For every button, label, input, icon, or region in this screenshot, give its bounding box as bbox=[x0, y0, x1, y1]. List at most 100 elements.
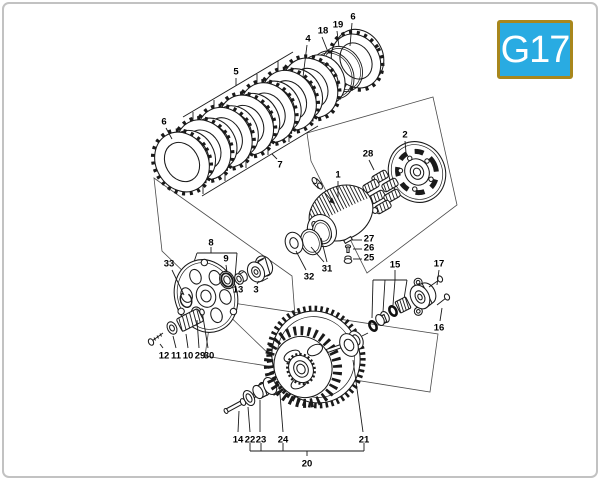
part-number: 11 bbox=[171, 351, 182, 362]
part-number: 18 bbox=[318, 26, 329, 37]
snap-ring bbox=[179, 292, 193, 308]
part-number: 22 bbox=[245, 435, 256, 446]
part-label-7: 7 bbox=[271, 153, 283, 171]
part-number: 30 bbox=[204, 351, 215, 362]
part-number: 27 bbox=[364, 234, 375, 245]
part-label-11: 11 bbox=[171, 335, 182, 362]
release-mechanism bbox=[368, 275, 451, 332]
part-label-6: 6 bbox=[349, 12, 356, 47]
part-number: 6 bbox=[161, 117, 166, 128]
part-number: 13 bbox=[233, 285, 244, 296]
spring-washer-bolt bbox=[147, 308, 204, 346]
bracket-20 bbox=[249, 443, 365, 456]
part-label-18: 18 bbox=[318, 26, 329, 53]
part-number: 31 bbox=[322, 264, 333, 275]
friction-plate bbox=[150, 128, 214, 196]
part-label-19: 19 bbox=[333, 20, 344, 48]
clutch-springs bbox=[362, 169, 401, 215]
part-label-14: 14 bbox=[233, 410, 244, 446]
part-label-24: 24 bbox=[278, 393, 289, 446]
part-label-27: 27 bbox=[352, 234, 374, 245]
hub-bolt bbox=[311, 176, 335, 204]
release-spring bbox=[394, 296, 412, 314]
shim-washer-set bbox=[284, 219, 332, 256]
part-label-17: 17 bbox=[434, 259, 445, 286]
spacer bbox=[375, 311, 390, 326]
part-number: 12 bbox=[159, 351, 170, 362]
part-label-12: 12 bbox=[159, 343, 170, 362]
part-number: 28 bbox=[363, 149, 374, 160]
page-code-text: G17 bbox=[500, 28, 571, 71]
part-number: 10 bbox=[183, 351, 194, 362]
o-ring bbox=[388, 305, 398, 317]
shaft-bearing bbox=[339, 330, 364, 357]
part-number: 8 bbox=[208, 238, 213, 249]
piston-cap bbox=[246, 255, 274, 283]
part-label-16: 16 bbox=[434, 307, 445, 334]
clutch-basket bbox=[263, 305, 366, 409]
screw-16 bbox=[436, 293, 451, 306]
small-fasteners bbox=[343, 235, 353, 264]
part-label-30: 30 bbox=[202, 316, 215, 362]
part-label-29: 29 bbox=[195, 319, 206, 362]
part-label-20: 20 bbox=[302, 459, 313, 470]
screw-17 bbox=[428, 275, 444, 288]
part-number: 17 bbox=[434, 259, 445, 270]
part-label-9: 9 bbox=[223, 254, 229, 273]
part-label-26: 26 bbox=[353, 243, 374, 254]
part-number: 7 bbox=[277, 160, 282, 171]
part-number: 1 bbox=[335, 170, 341, 181]
part-label-32: 32 bbox=[295, 250, 315, 283]
part-number: 16 bbox=[434, 323, 445, 334]
part-label-23: 23 bbox=[256, 400, 267, 446]
part-label-33: 33 bbox=[164, 259, 185, 296]
part-label-6: 6 bbox=[161, 117, 173, 140]
part-number: 21 bbox=[359, 435, 370, 446]
part-number: 3 bbox=[253, 285, 258, 296]
part-number: 6 bbox=[350, 12, 355, 23]
clutch-spring bbox=[368, 189, 386, 205]
part-number: 24 bbox=[278, 435, 289, 446]
part-label-22: 22 bbox=[245, 406, 256, 446]
main-shaft-group bbox=[223, 305, 369, 414]
part-number: 29 bbox=[195, 351, 206, 362]
part-label-21: 21 bbox=[352, 359, 370, 446]
part-label-1: 1 bbox=[335, 170, 341, 198]
part-label-4: 4 bbox=[302, 34, 311, 78]
page-code-badge: G17 bbox=[497, 20, 573, 79]
part-label-8: 8 bbox=[208, 238, 213, 249]
part-number: 33 bbox=[164, 259, 175, 270]
part-label-31: 31 bbox=[310, 237, 333, 275]
bushing bbox=[234, 270, 248, 285]
bearing bbox=[219, 270, 235, 290]
clutch-plate-stack bbox=[150, 54, 342, 196]
part-number: 19 bbox=[333, 20, 344, 31]
part-label-2: 2 bbox=[402, 130, 408, 154]
part-number: 9 bbox=[223, 254, 228, 265]
part-label-10: 10 bbox=[183, 333, 194, 362]
part-number: 15 bbox=[390, 260, 401, 271]
arrow-head bbox=[329, 197, 335, 204]
part-label-28: 28 bbox=[363, 149, 375, 171]
part-number: 26 bbox=[364, 243, 375, 254]
part-number: 32 bbox=[304, 272, 315, 283]
part-label-13: 13 bbox=[233, 282, 244, 296]
part-number: 23 bbox=[256, 435, 267, 446]
part-label-3: 3 bbox=[253, 280, 260, 296]
part-number: 4 bbox=[305, 34, 311, 45]
part-label-25: 25 bbox=[353, 253, 375, 264]
part-number: 5 bbox=[233, 67, 239, 78]
part-number: 14 bbox=[233, 435, 244, 446]
bracket-15 bbox=[371, 270, 408, 319]
part-number: 2 bbox=[402, 130, 407, 141]
release-cylinder bbox=[409, 277, 437, 316]
clutch-spring bbox=[381, 177, 399, 193]
part-label-15: 15 bbox=[390, 260, 401, 271]
o-ring bbox=[368, 320, 378, 332]
shaft-washer bbox=[242, 389, 256, 407]
part-label-5: 5 bbox=[233, 67, 239, 86]
part-number: 20 bbox=[302, 459, 313, 470]
part-number: 25 bbox=[364, 253, 375, 264]
